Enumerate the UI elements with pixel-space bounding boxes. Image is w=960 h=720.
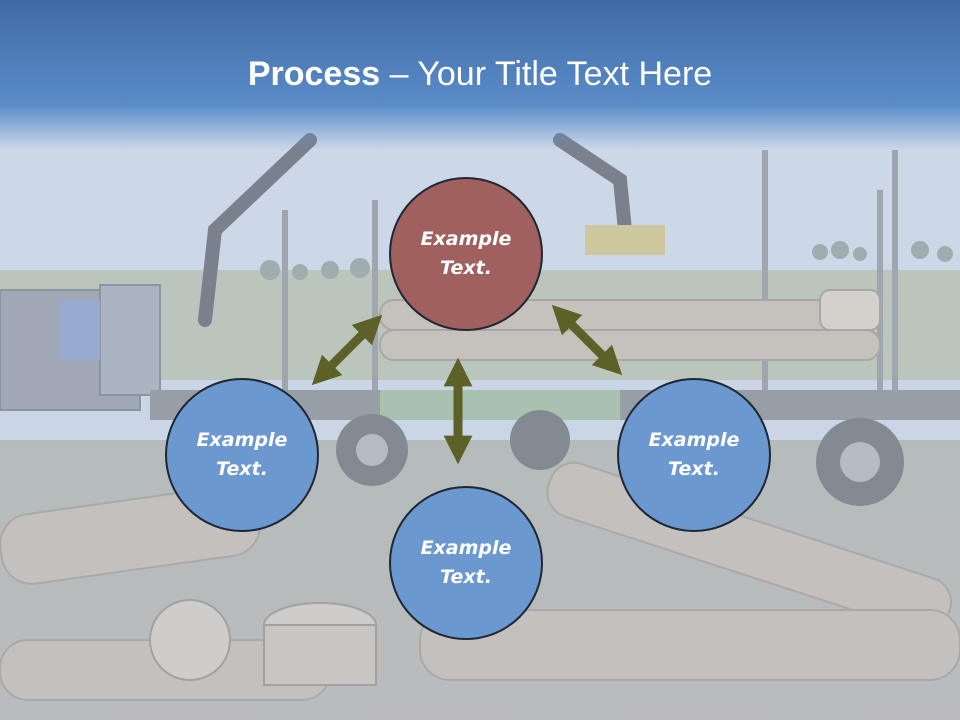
page-title: Process – Your Title Text Here bbox=[0, 52, 960, 96]
arrow-top-left bbox=[311, 314, 383, 386]
title-bar bbox=[0, 0, 960, 150]
title-bold: Process bbox=[247, 55, 381, 93]
title-rest: – Your Title Text Here bbox=[380, 55, 713, 93]
node-right-label: Example Text. bbox=[648, 429, 740, 480]
node-bottom: Example Text. bbox=[389, 486, 543, 640]
node-left: Example Text. bbox=[165, 378, 319, 532]
node-bottom-label: Example Text. bbox=[420, 537, 512, 588]
node-left-label: Example Text. bbox=[196, 429, 288, 480]
arrow-top-right bbox=[551, 304, 623, 376]
node-top: Example Text. bbox=[389, 177, 543, 331]
node-right: Example Text. bbox=[617, 378, 771, 532]
node-top-label: Example Text. bbox=[420, 228, 512, 279]
